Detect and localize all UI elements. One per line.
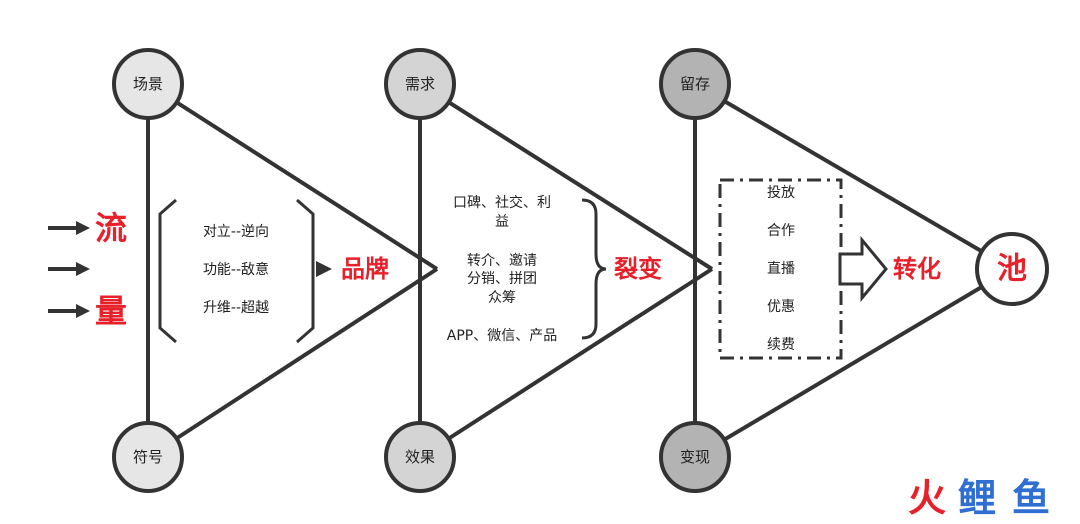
arrow-right-icon <box>48 262 90 276</box>
left-arrows <box>48 221 90 318</box>
stage2-item2-line3: 众筹 <box>488 289 516 306</box>
arrow-right-icon <box>316 261 332 277</box>
stage1-bracket <box>158 198 315 344</box>
stage3-item: 直播 <box>767 260 795 277</box>
stage2-item1-line1: 口碑、社交、利 <box>453 194 551 211</box>
stage2-item3: APP、微信、产品 <box>447 328 557 344</box>
stage1-result: 品牌 <box>341 255 389 283</box>
stage2-brace <box>581 198 607 340</box>
stage1-top-node <box>112 48 184 120</box>
end-node-label: 池 <box>997 252 1027 287</box>
stage1-top-node-label: 场景 <box>133 75 163 93</box>
stage3-item: 合作 <box>767 223 795 239</box>
arrow-right-icon <box>48 304 90 318</box>
stage1-item: 升维--超越 <box>203 300 269 316</box>
stage2-bottom-node <box>384 421 456 493</box>
stage1-triangle <box>146 82 439 459</box>
watermark-char: 火 <box>908 476 946 520</box>
stage3-result: 转化 <box>893 255 941 283</box>
stage3-bottom-node-label: 变现 <box>680 448 710 466</box>
stage2-top-node-label: 需求 <box>405 75 435 93</box>
stage3-bottom-node <box>659 421 731 493</box>
left-top-char: 流 <box>95 209 127 247</box>
stage2-top-node <box>384 48 456 120</box>
stage3-top-node-label: 留存 <box>680 75 710 93</box>
stage3-item: 优惠 <box>767 299 795 315</box>
watermark-char: 鲤 <box>958 476 996 520</box>
stage2-item2-line1: 转介、邀请 <box>467 253 537 269</box>
stage1-item: 对立--逆向 <box>203 224 269 240</box>
hollow-arrow-icon <box>838 235 888 303</box>
stage2-item1-line2: 益 <box>495 214 509 230</box>
stage1-bottom-node <box>112 421 184 493</box>
left-bottom-char: 量 <box>95 292 127 330</box>
stage3-triangle <box>693 82 1014 459</box>
stage1-item: 功能--敌意 <box>203 261 269 278</box>
end-node <box>975 232 1049 306</box>
stage2-result: 裂变 <box>614 255 662 283</box>
stage1-bottom-node-label: 符号 <box>133 448 163 466</box>
stage3-item: 投放 <box>767 185 795 201</box>
stage3-item: 续费 <box>767 336 795 353</box>
arrow-right-icon <box>48 221 90 235</box>
stage2-triangle <box>418 82 714 459</box>
stage2-item2-line2: 分销、拼团 <box>467 271 537 287</box>
watermark-logo: 火 鲤 鱼 <box>908 476 1050 520</box>
stage2-bottom-node-label: 效果 <box>405 448 435 466</box>
watermark-char: 鱼 <box>1012 476 1050 520</box>
stage3-top-node <box>659 48 731 120</box>
